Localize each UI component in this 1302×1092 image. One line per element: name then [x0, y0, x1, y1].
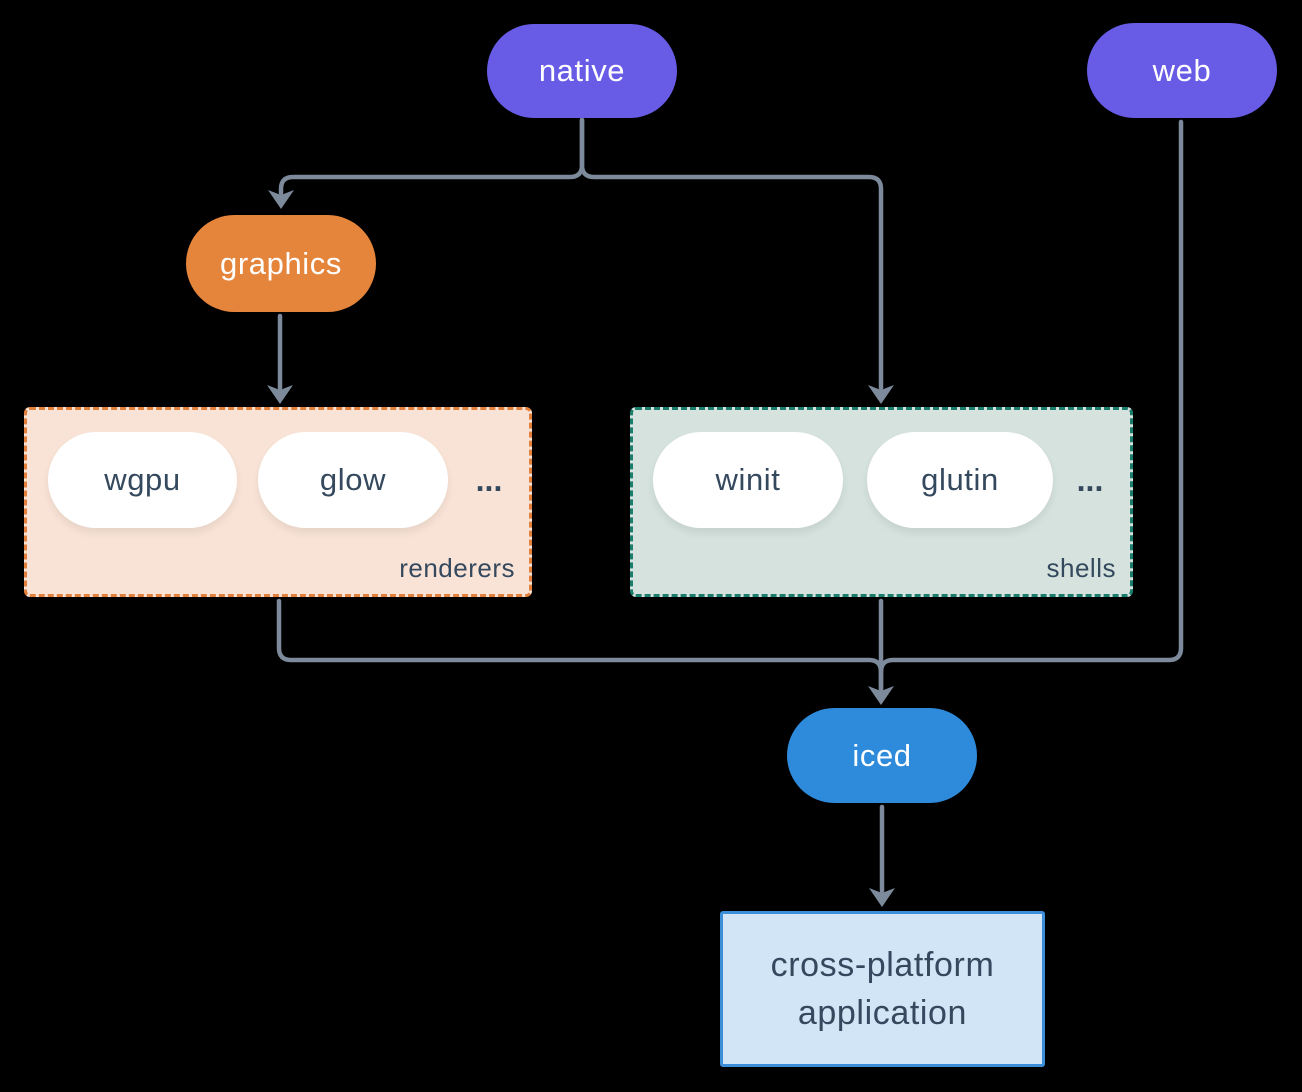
arrowhead-into-application — [869, 888, 895, 907]
arrowhead-into-iced — [868, 686, 894, 705]
node-glow: glow — [258, 432, 448, 528]
renderers-ellipsis: ... — [475, 461, 503, 498]
application-label-line1: cross-platform — [770, 946, 995, 984]
group-renderers: wgpu glow ... renderers — [24, 407, 532, 597]
edge-web-to-iced — [878, 119, 1184, 675]
renderers-group-label: renderers — [399, 553, 515, 583]
node-wgpu: wgpu — [48, 432, 237, 528]
arrowhead-into-renderers — [267, 385, 293, 404]
node-native: native — [487, 24, 677, 118]
node-winit: winit — [653, 432, 843, 528]
shells-ellipsis: ... — [1076, 461, 1104, 498]
shells-group-label: shells — [1046, 553, 1116, 583]
node-iced: iced — [787, 708, 977, 803]
edge-native-to-shells — [579, 117, 884, 391]
edge-native-to-graphics — [278, 117, 585, 196]
arrowhead-into-shells — [868, 385, 894, 404]
group-shells: winit glutin ... shells — [630, 407, 1133, 597]
arrowhead-into-graphics — [268, 190, 294, 209]
node-glutin: glutin — [867, 432, 1053, 528]
node-web: web — [1087, 23, 1277, 118]
edge-renderers-to-iced — [276, 598, 884, 692]
node-cross-platform-application: cross-platform application — [720, 911, 1045, 1067]
node-graphics: graphics — [186, 215, 376, 312]
application-label-line2: application — [797, 994, 968, 1032]
